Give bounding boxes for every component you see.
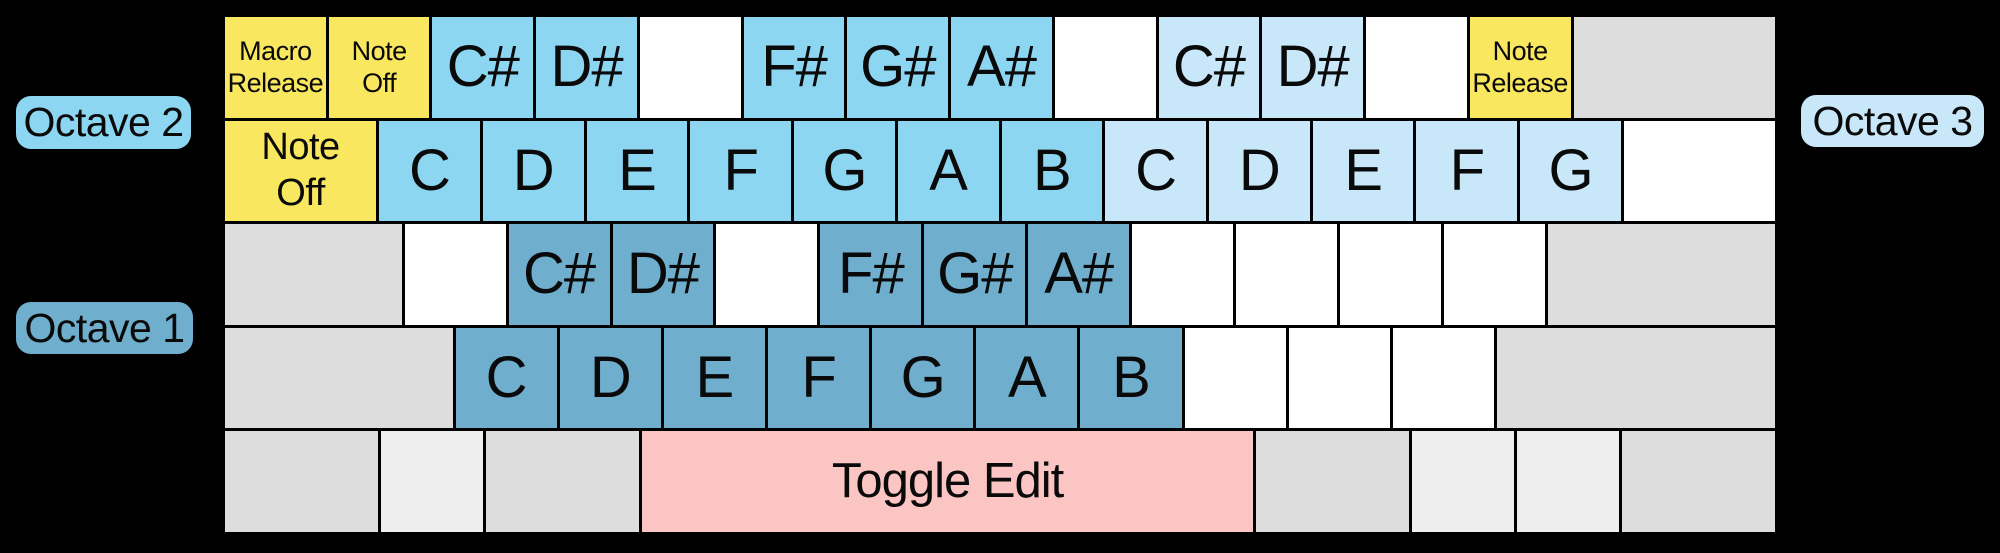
key-unused — [225, 431, 378, 532]
keyboard-row-5: Toggle Edit — [225, 431, 1776, 532]
octave-3-label: Octave 3 — [1801, 95, 1984, 147]
key-g-sharp-octave1: G# — [924, 224, 1026, 325]
key-a-octave2: A — [897, 120, 999, 222]
key-label-line: Release — [227, 68, 324, 99]
key-label-line: Macro — [239, 35, 312, 66]
key-unused — [380, 431, 483, 532]
key-unused — [1517, 431, 1620, 532]
key-label-line: Note — [1492, 35, 1549, 66]
key-label-line: Note — [351, 35, 408, 66]
key-g-octave3: G — [1520, 120, 1621, 222]
key-unmapped — [1340, 224, 1442, 325]
key-unused — [485, 431, 639, 532]
octave-1-label: Octave 1 — [16, 302, 193, 354]
key-b-octave1: B — [1080, 327, 1182, 429]
key-unmapped — [1392, 327, 1494, 429]
key-unused — [1547, 224, 1776, 325]
key-toggle-edit: Toggle Edit — [641, 431, 1254, 532]
key-unmapped — [1054, 17, 1156, 118]
key-unmapped — [1236, 224, 1338, 325]
key-a-sharp-octave1: A# — [1028, 224, 1130, 325]
key-d-sharp-octave3: D# — [1262, 17, 1364, 118]
key-f-sharp-octave2: F# — [743, 17, 845, 118]
key-unmapped — [1444, 224, 1545, 325]
key-e-octave2: E — [586, 120, 688, 222]
key-c-sharp-octave1: C# — [508, 224, 610, 325]
key-unmapped — [1132, 224, 1234, 325]
key-d-octave2: D — [482, 120, 584, 222]
key-d-octave1: D — [559, 327, 661, 429]
key-g-octave1: G — [872, 327, 974, 429]
key-unmapped — [639, 17, 741, 118]
key-unused — [1496, 327, 1776, 429]
key-unmapped — [1623, 120, 1775, 222]
key-unmapped — [1366, 17, 1467, 118]
key-unused — [1622, 431, 1776, 532]
keyboard-row-3: C#D# F#G#A# — [225, 224, 1776, 325]
key-d-sharp-octave2: D# — [536, 17, 637, 118]
key-b-octave2: B — [1001, 120, 1103, 222]
key-unused — [1256, 431, 1410, 532]
key-label-line: Release — [1472, 68, 1568, 99]
key-e-octave3: E — [1312, 120, 1414, 222]
key-g-octave2: G — [794, 120, 895, 222]
key-unused — [225, 327, 453, 429]
key-unused — [1412, 431, 1515, 532]
key-f-octave1: F — [767, 327, 870, 429]
key-unused — [1573, 17, 1776, 118]
key-label-line: Off — [276, 171, 325, 214]
key-c-sharp-octave3: C# — [1158, 17, 1260, 118]
key-e-octave1: E — [663, 327, 765, 429]
key-c-octave3: C — [1105, 120, 1206, 222]
key-label-line: Off — [362, 68, 397, 99]
key-a-octave1: A — [976, 327, 1078, 429]
key-a-sharp-octave2: A# — [951, 17, 1052, 118]
key-label-line: Note — [261, 126, 340, 169]
key-unused — [225, 224, 402, 325]
key-unmapped — [1184, 327, 1286, 429]
key-f-octave2: F — [690, 120, 792, 222]
key-c-sharp-octave2: C# — [432, 17, 534, 118]
key-unmapped — [716, 224, 818, 325]
key-c-octave1: C — [455, 327, 557, 429]
key-unmapped — [1288, 327, 1390, 429]
key-d-sharp-octave1: D# — [612, 224, 714, 325]
key-f-sharp-octave1: F# — [820, 224, 922, 325]
key-unmapped — [404, 224, 506, 325]
octave-2-label: Octave 2 — [16, 96, 191, 149]
key-f-octave3: F — [1416, 120, 1518, 222]
key-g-sharp-octave2: G# — [847, 17, 949, 118]
key-d-octave3: D — [1208, 120, 1310, 222]
key-c-octave2: C — [379, 120, 480, 222]
